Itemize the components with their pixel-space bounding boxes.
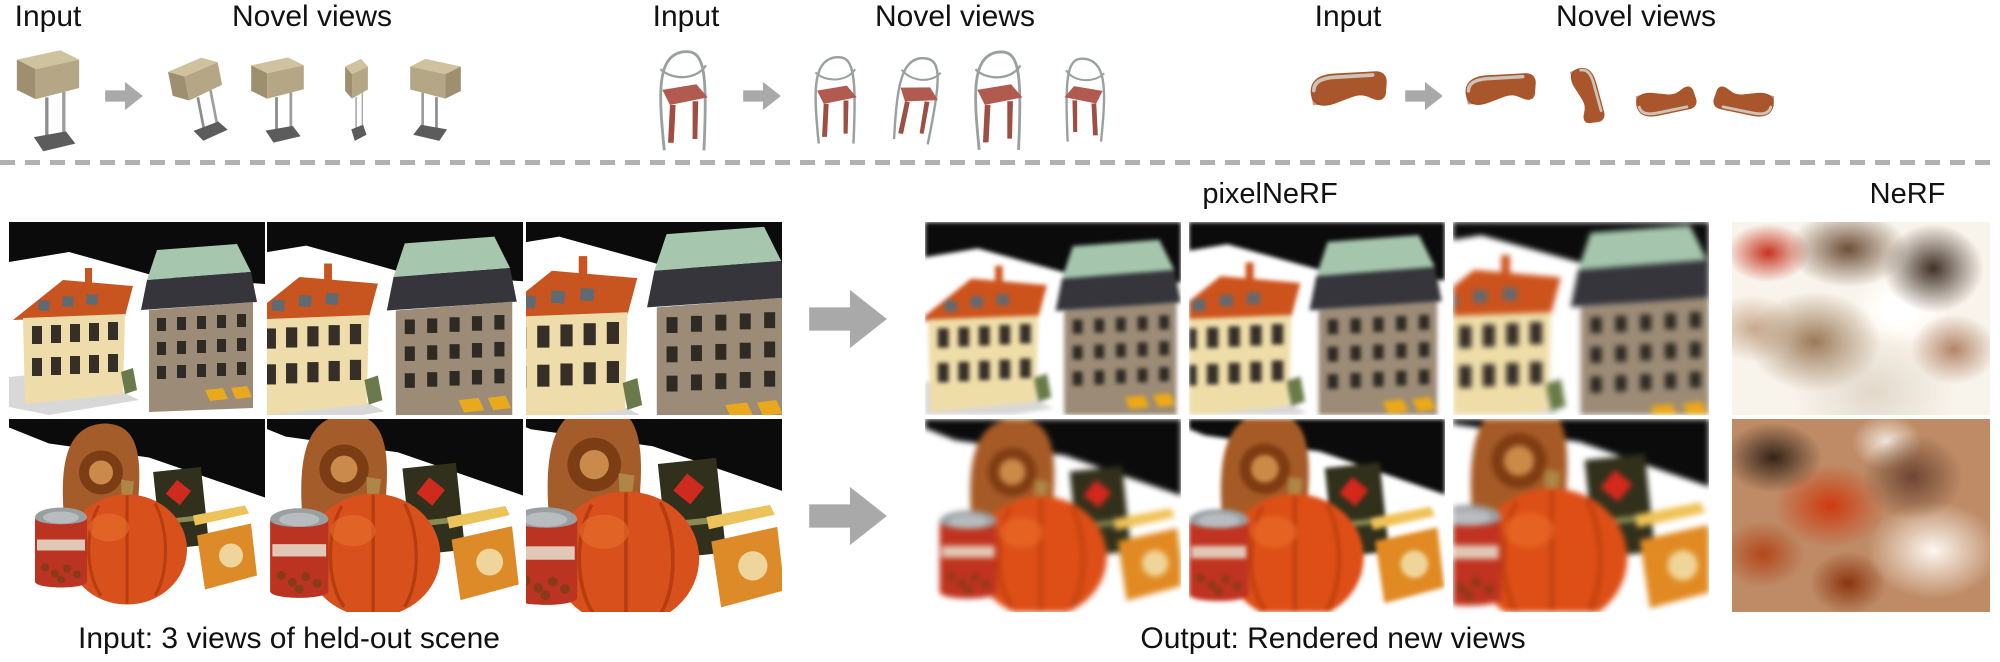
input-caption: Input: 3 views of held-out scene bbox=[78, 622, 500, 655]
pixelnerf-render-photo-buildings bbox=[925, 222, 1181, 415]
pixelnerf-render-photo-buildings bbox=[1453, 222, 1709, 415]
input-label: Input bbox=[1314, 0, 1382, 33]
chair-novel-view-image bbox=[801, 35, 875, 158]
chair-novel-view-image bbox=[1047, 37, 1119, 155]
novel-views-label: Novel views bbox=[231, 0, 393, 33]
table-input-image bbox=[2, 37, 94, 155]
input-view-photo-buildings bbox=[267, 222, 523, 415]
output-caption: Output: Rendered new views bbox=[1140, 622, 1526, 655]
chair-input-image bbox=[640, 37, 732, 155]
input-view-photo-pumpkin bbox=[526, 419, 782, 612]
example-group-sofa: Input Novel views bbox=[1302, 0, 1818, 158]
input-label: Input bbox=[652, 0, 720, 33]
right-arrow-icon bbox=[105, 80, 143, 112]
right-arrow-icon bbox=[1405, 80, 1443, 112]
table-novel-view-image bbox=[401, 37, 470, 155]
nerf-column-label: NeRF bbox=[1869, 178, 1946, 210]
pixelnerf-render-photo-buildings bbox=[1189, 222, 1445, 415]
novel-views-label: Novel views bbox=[874, 0, 1036, 33]
sofa-novel-view-image bbox=[1696, 30, 1796, 163]
pixelnerf-render-photo-pumpkin bbox=[1189, 419, 1445, 612]
example-group-chair: Input Novel views bbox=[640, 0, 1118, 158]
chair-novel-view-image bbox=[874, 31, 965, 161]
table-novel-view-image bbox=[153, 32, 243, 161]
pixelnerf-column-label: pixelNeRF bbox=[1202, 178, 1338, 210]
right-arrow-icon bbox=[743, 80, 781, 112]
pixelnerf-render-photo-pumpkin bbox=[925, 419, 1181, 612]
input-label: Input bbox=[14, 0, 82, 33]
input-view-photo-buildings bbox=[526, 222, 782, 415]
right-arrow-icon bbox=[808, 483, 888, 549]
input-view-photo-pumpkin bbox=[267, 419, 523, 612]
pixelnerf-render-photo-pumpkin bbox=[1453, 419, 1709, 612]
input-view-photo-pumpkin bbox=[9, 419, 265, 612]
dashed-divider bbox=[0, 160, 2000, 165]
nerf-render-photo-buildings bbox=[1732, 222, 1990, 415]
table-novel-view-image bbox=[341, 37, 372, 155]
nerf-render-photo-pumpkin bbox=[1732, 419, 1990, 612]
chair-novel-view-image bbox=[959, 26, 1043, 165]
sofa-input-image bbox=[1302, 37, 1394, 155]
input-view-photo-buildings bbox=[9, 222, 265, 415]
table-novel-view-image bbox=[242, 35, 314, 158]
novel-views-label: Novel views bbox=[1555, 0, 1717, 33]
right-arrow-icon bbox=[808, 286, 888, 352]
example-group-table: Input Novel views bbox=[2, 0, 470, 158]
